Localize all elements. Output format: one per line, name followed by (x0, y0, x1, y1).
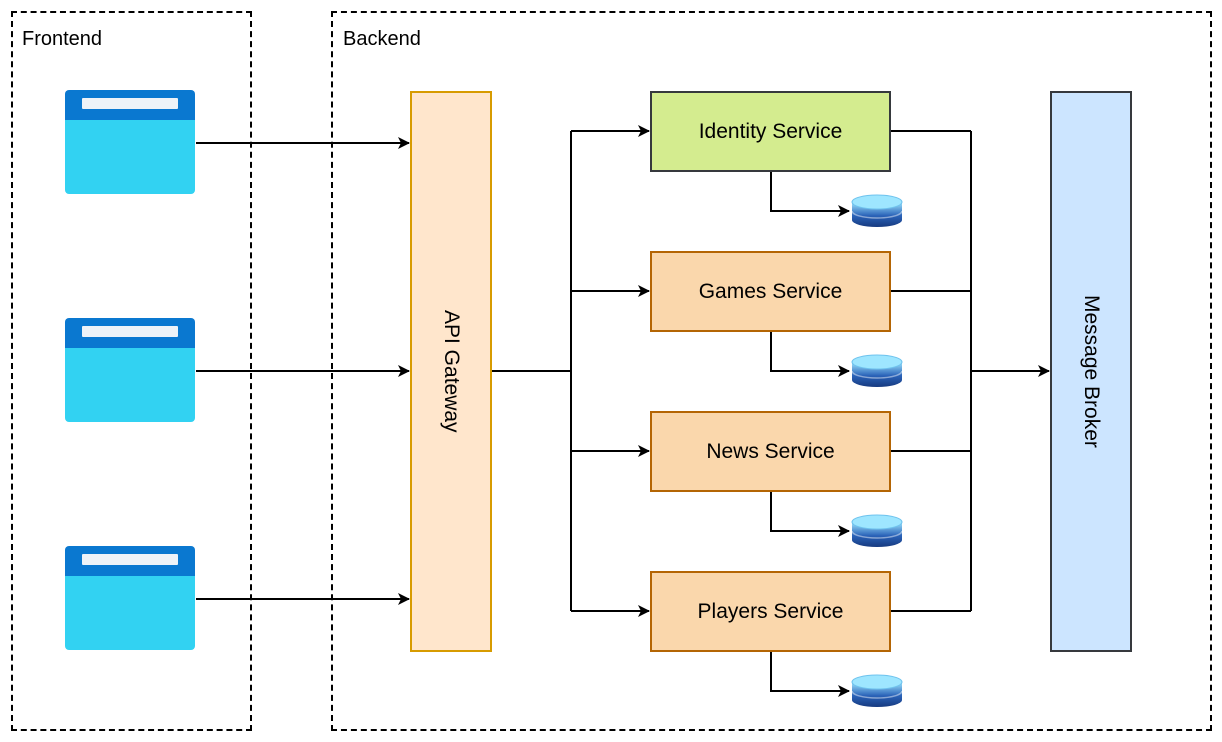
backend-zone-label: Backend (343, 28, 421, 50)
browser-viewport (65, 348, 195, 422)
browser-viewport (65, 120, 195, 194)
browser-address-bar (82, 554, 178, 565)
message-broker-node: Message Broker (1050, 91, 1132, 652)
database-top (851, 354, 903, 370)
news-to-db-edge (770, 491, 850, 537)
database-icon (851, 674, 903, 707)
news-service-node: News Service (650, 411, 891, 492)
frontend-zone-label: Frontend (22, 28, 103, 50)
browser-window-icon (65, 546, 195, 650)
database-band (851, 210, 903, 219)
database-icon (851, 194, 903, 227)
database-top (851, 194, 903, 210)
database-band (851, 530, 903, 539)
identity-service-label: Identity Service (698, 119, 843, 143)
players-service-label: Players Service (697, 599, 844, 623)
database-icon (851, 354, 903, 387)
api-gateway-label: API Gateway (440, 310, 463, 433)
players-service-node: Players Service (650, 571, 891, 652)
browser-window-icon (65, 318, 195, 422)
identity-service-node: Identity Service (650, 91, 891, 172)
news-service-label: News Service (706, 439, 835, 463)
games-to-db-edge (770, 331, 850, 377)
browser-address-bar (82, 98, 178, 109)
identity-to-db-edge (770, 171, 850, 217)
database-band (851, 690, 903, 699)
browser-address-bar (82, 326, 178, 337)
database-top (851, 674, 903, 690)
games-service-node: Games Service (650, 251, 891, 332)
database-top (851, 514, 903, 530)
players-to-db-edge (770, 651, 850, 697)
database-band (851, 370, 903, 379)
database-icon (851, 514, 903, 547)
browser-viewport (65, 576, 195, 650)
games-service-label: Games Service (698, 279, 843, 303)
browser-window-icon (65, 90, 195, 194)
message-broker-label: Message Broker (1080, 295, 1103, 448)
api-gateway-node: API Gateway (410, 91, 492, 652)
